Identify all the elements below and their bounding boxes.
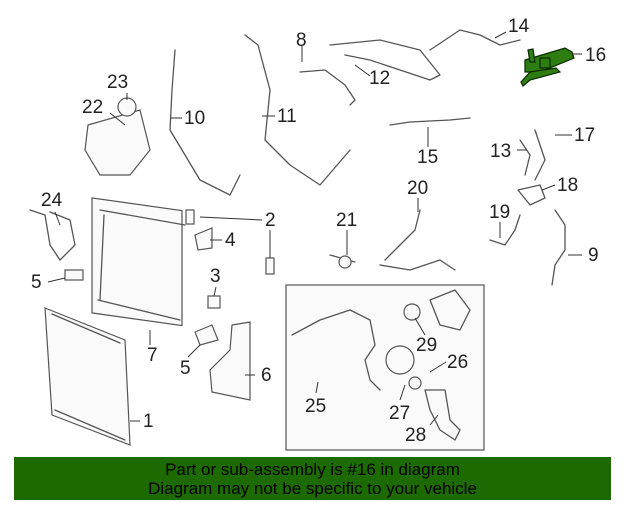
callout-25: 25: [305, 396, 326, 417]
callout-8: 8: [296, 30, 307, 51]
callout-9: 9: [588, 245, 599, 266]
callout-1: 1: [143, 411, 154, 432]
callout-2: 2: [265, 210, 276, 231]
part-info-banner: Part or sub-assembly is #16 in diagram D…: [14, 457, 611, 500]
callout-21: 21: [336, 210, 357, 231]
banner-line-1: Part or sub-assembly is #16 in diagram: [165, 460, 460, 479]
callout-28: 28: [405, 425, 426, 446]
radiator-part: [91, 197, 186, 327]
callout-15: 15: [417, 147, 438, 168]
callout-27: 27: [389, 403, 410, 424]
banner-line-2: Diagram may not be specific to your vehi…: [148, 479, 477, 498]
callout-23: 23: [107, 72, 128, 93]
reservoir-part: [84, 97, 151, 176]
small-parts: [64, 184, 546, 346]
callout-5: 5: [180, 358, 191, 379]
callout-22: 22: [82, 97, 103, 118]
callout-17: 17: [574, 125, 595, 146]
bracket-24-part: [29, 209, 76, 261]
callout-5-left: 5: [31, 272, 42, 293]
callout-numbers: 14 16 8 12 23 22 10 11 17 13 15 18 20 24…: [31, 16, 606, 446]
callout-4: 4: [225, 230, 236, 251]
condenser-part: [44, 307, 131, 446]
callout-26: 26: [447, 352, 468, 373]
callout-13: 13: [490, 141, 511, 162]
callout-20: 20: [407, 178, 428, 199]
callout-24: 24: [41, 190, 63, 211]
callout-12: 12: [369, 68, 390, 89]
callout-14: 14: [508, 16, 530, 37]
callout-3: 3: [210, 266, 221, 287]
callout-11: 11: [277, 106, 297, 127]
callout-18: 18: [557, 175, 578, 196]
callout-7: 7: [147, 345, 158, 366]
part-16-highlighted: [520, 47, 575, 87]
callout-6: 6: [261, 365, 272, 386]
callout-29: 29: [416, 335, 437, 356]
shroud-part: [209, 321, 251, 401]
thermostat-housing-group: [285, 284, 485, 451]
callout-19: 19: [489, 202, 510, 223]
callout-16: 16: [585, 45, 606, 66]
leader-lines: [47, 31, 582, 426]
callout-10: 10: [184, 108, 205, 129]
